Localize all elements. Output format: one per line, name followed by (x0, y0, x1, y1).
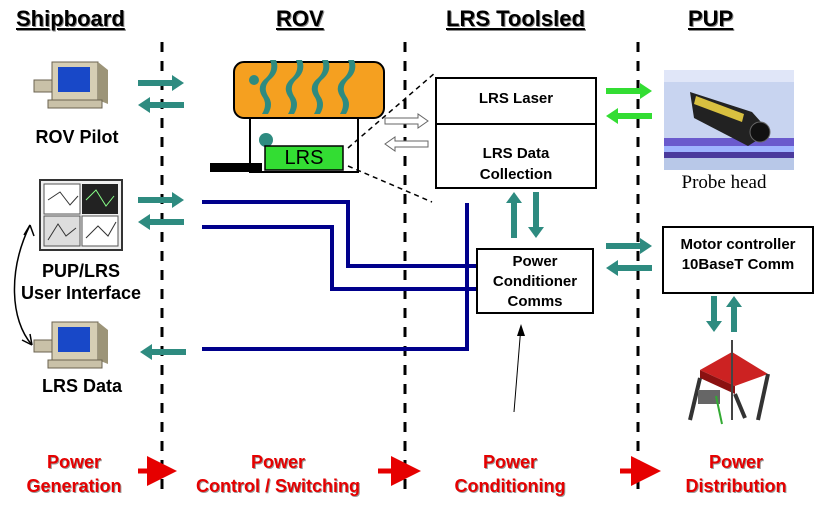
lrs-data-label: LRS Data (41, 376, 122, 396)
lrs-laser-label: LRS Laser (478, 90, 554, 107)
power-conditioner-line3: Comms (507, 293, 563, 310)
power-control-line2: Control / Switching (196, 476, 360, 496)
user-interface-screenshot-icon (39, 179, 123, 251)
pointer-line (513, 325, 522, 413)
toolsled-upper-box (435, 77, 597, 189)
user-interface-label: PUP/LRS User Interface (6, 260, 156, 304)
column-header-lrs-toolsled: LRS Toolsled (446, 6, 585, 31)
user-interface-label-line1: PUP/LRS (41, 261, 120, 281)
lrs-data-arrow (140, 344, 186, 360)
distribution-rig-image (688, 340, 770, 425)
motor-distribution-arrows (706, 296, 742, 332)
lrs-data-computer-icon (33, 321, 108, 369)
power-conditioner-box: Power Conditioner Comms (476, 248, 594, 314)
rov-vehicle (210, 60, 385, 173)
rov-pilot-label: ROV Pilot (35, 127, 119, 147)
motor-controller-line1: Motor controller (680, 236, 796, 253)
power-conditioner-line1: Power (512, 253, 558, 270)
power-conditioning-label: Power Conditioning (440, 450, 580, 498)
rov-toolsled-hollow-arrows (384, 113, 429, 152)
power-conditioning-line1: Power (482, 452, 538, 472)
lrs-data-collection-label: LRS Data Collection (436, 143, 596, 185)
power-generation-label: Power Generation (14, 450, 134, 498)
zoom-line-bottom (347, 165, 433, 203)
probe-head-caption: Probe head (681, 172, 767, 193)
power-distribution-label: Power Distribution (668, 450, 804, 498)
power-conditioner-line2: Conditioner (492, 273, 578, 290)
power-generation-line1: Power (46, 452, 102, 472)
column-header-pup: PUP (688, 6, 734, 31)
user-interface-label-line2: User Interface (20, 283, 142, 303)
power-conditioning-line2: Conditioning (454, 476, 566, 496)
power-control-label: Power Control / Switching (180, 450, 376, 498)
blue-cables (202, 200, 476, 351)
column-header-rov: ROV (276, 6, 324, 31)
power-distribution-line2: Distribution (685, 476, 787, 496)
column-header-shipboard: Shipboard (16, 6, 125, 31)
probe-head-image (664, 70, 794, 170)
laser-probe-arrows (606, 83, 652, 124)
motor-controller-line2: 10BaseT Comm (681, 256, 795, 273)
lrs-data-collection-line2: Collection (479, 166, 553, 183)
rov-pilot-computer-icon (33, 61, 108, 109)
power-control-line1: Power (250, 452, 306, 472)
rov-lrs-label: LRS (284, 147, 324, 169)
motor-controller-box: Motor controller 10BaseT Comm (662, 226, 814, 294)
zoom-line-top (347, 71, 437, 149)
ui-comm-arrows (138, 192, 184, 230)
power-generation-line2: Generation (26, 476, 122, 496)
motor-comm-arrows (606, 238, 652, 276)
toolsled-vertical-arrows (506, 192, 544, 238)
curved-double-arrow (13, 224, 33, 346)
pilot-comm-arrows (138, 75, 184, 113)
lrs-data-collection-line1: LRS Data (482, 145, 550, 162)
power-distribution-line1: Power (708, 452, 764, 472)
